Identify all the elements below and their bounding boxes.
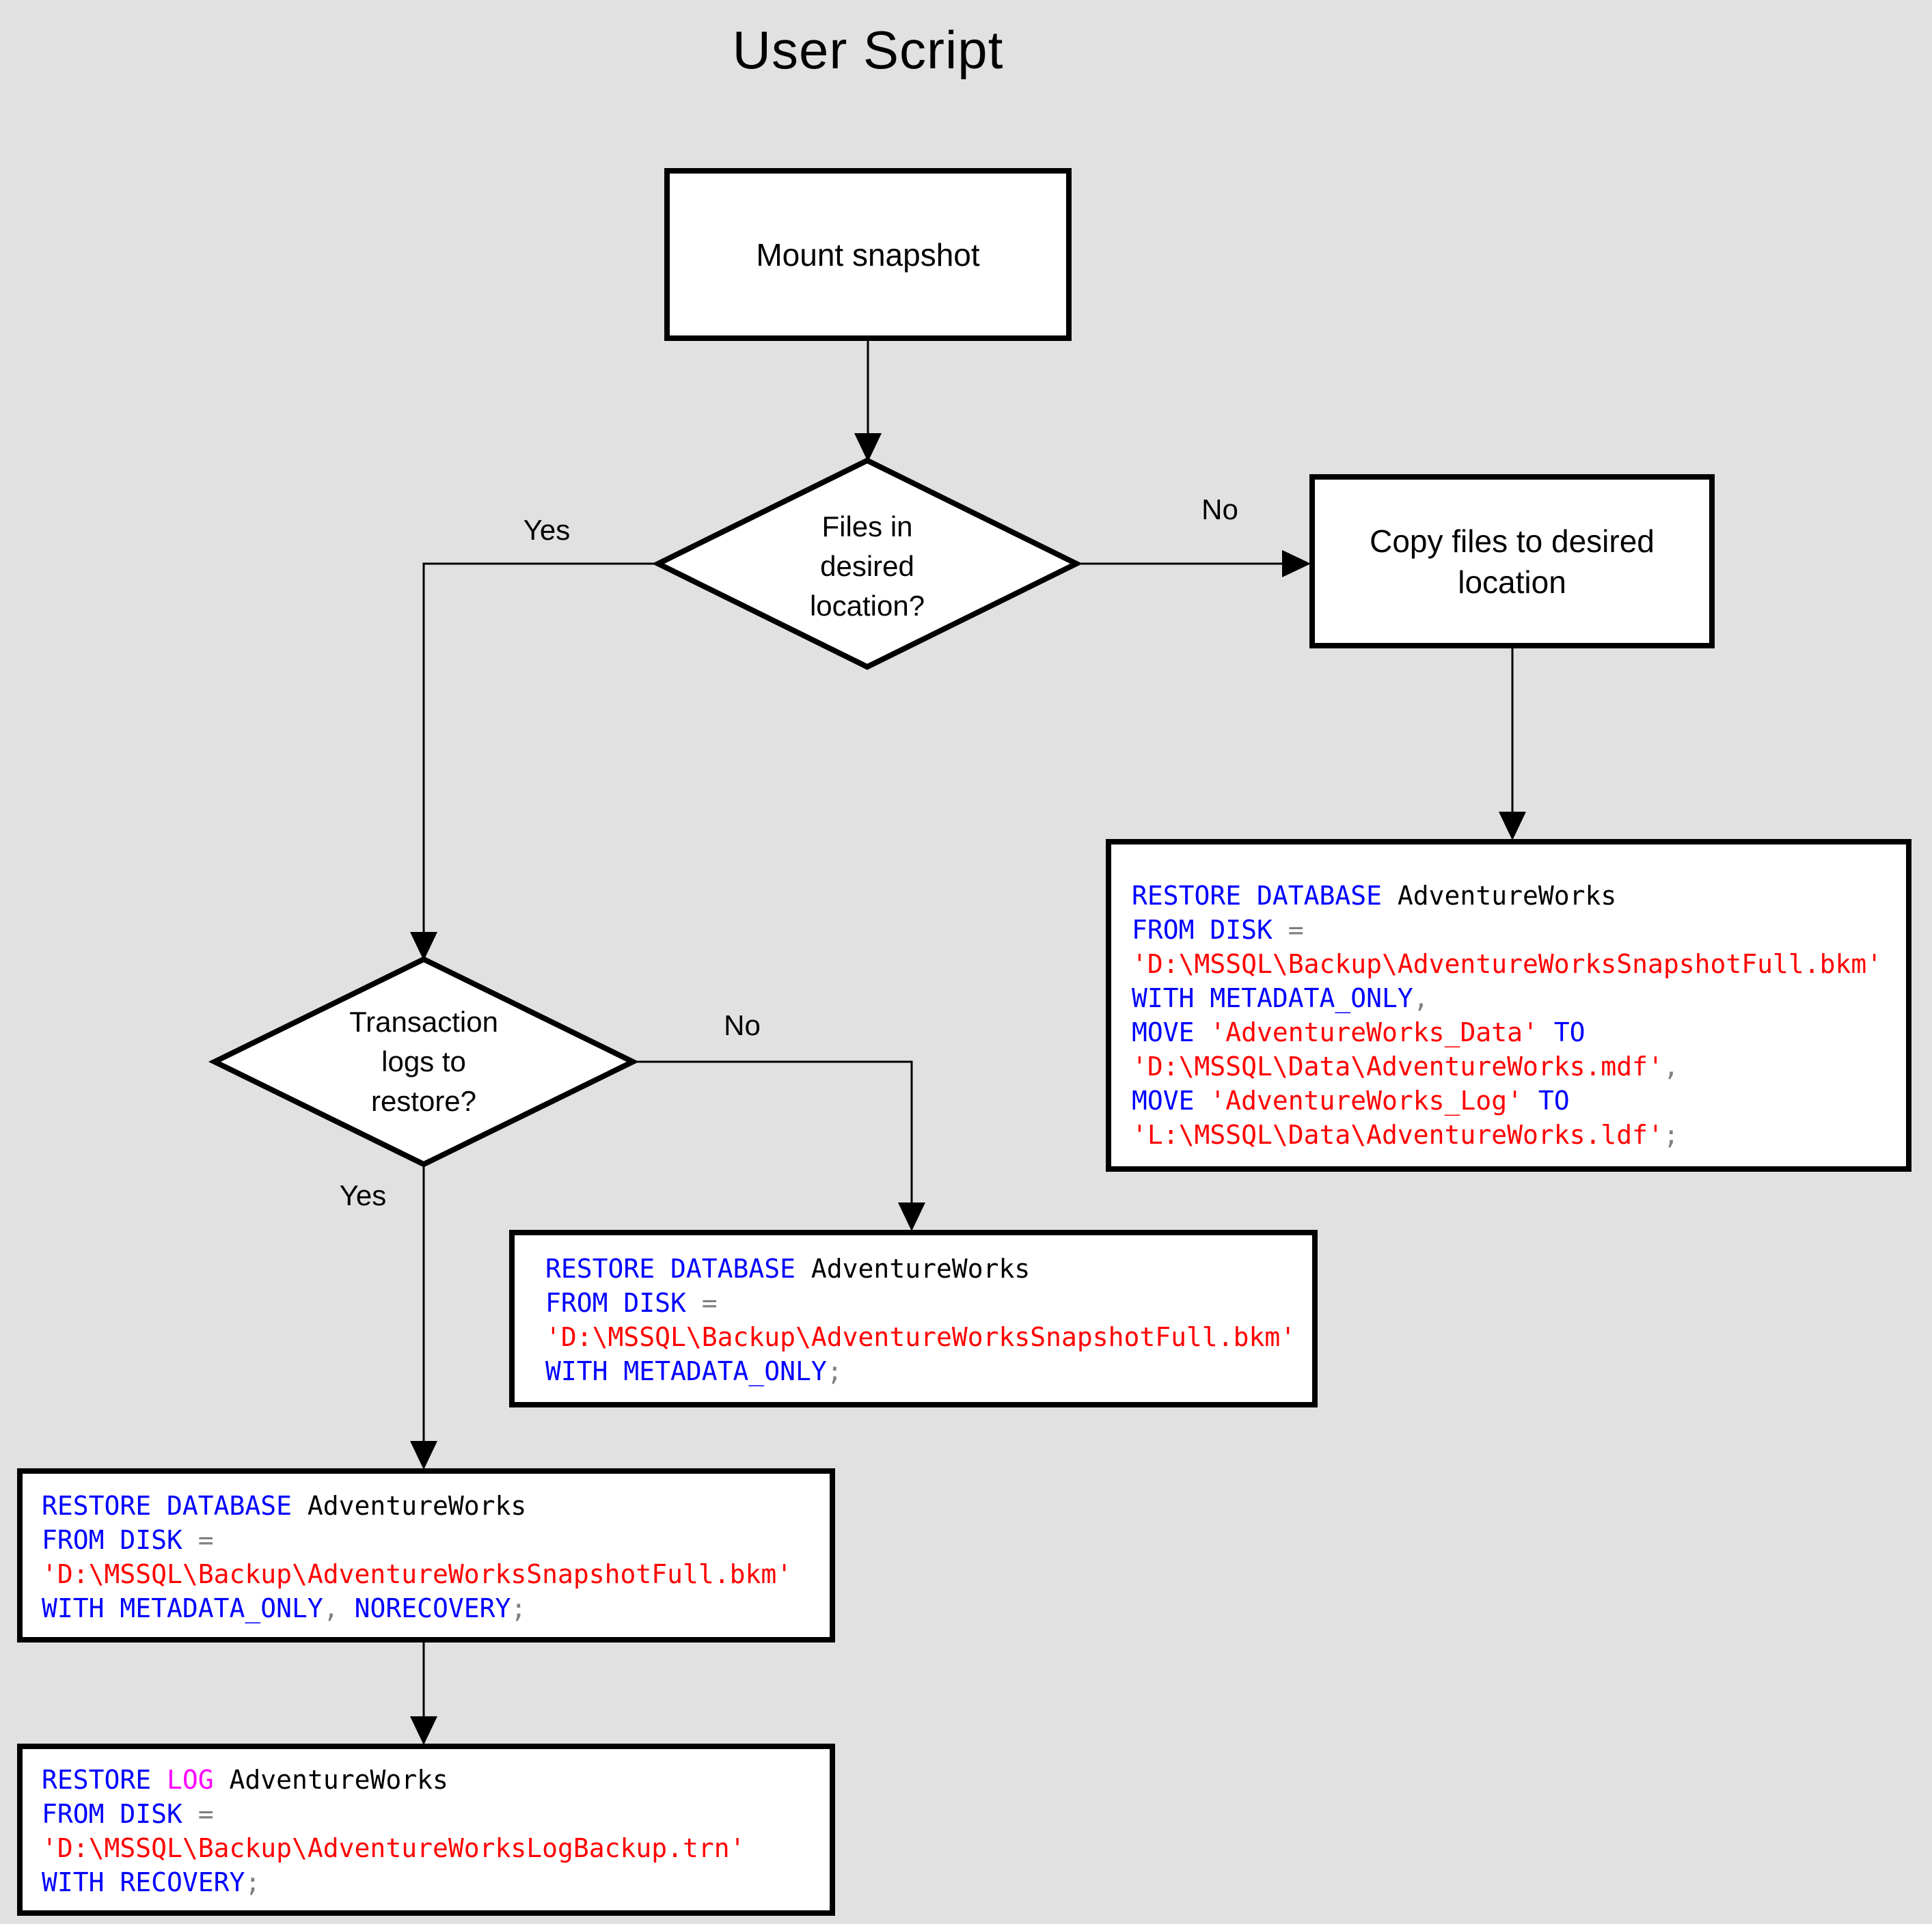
logs-decision-diamond <box>208 956 640 1168</box>
copy-files-line2: location <box>1458 564 1566 600</box>
code-token-kw: WITH METADATA_ONLY <box>545 1356 827 1386</box>
code-line: RESTORE DATABASE AdventureWorks <box>1132 879 1894 913</box>
arrowhead-norecovery-box <box>410 1441 437 1470</box>
code-token-kw: FROM DISK <box>42 1525 182 1555</box>
code-line: WITH METADATA_ONLY; <box>545 1354 1300 1388</box>
code-token-op: ; <box>1663 1120 1679 1150</box>
code-line: FROM DISK = <box>42 1797 817 1831</box>
code-token-str: 'D:\MSSQL\Backup\AdventureWorksSnapshotF… <box>545 1322 1296 1352</box>
code-line: WITH RECOVERY; <box>42 1865 817 1899</box>
code-line: 'D:\MSSQL\Data\AdventureWorks.mdf', <box>1132 1049 1894 1084</box>
code-token-id: AdventureWorks <box>213 1765 448 1795</box>
code-token-kw: RESTORE DATABASE <box>1132 881 1383 911</box>
code-line: FROM DISK = <box>42 1523 817 1557</box>
code-line: 'L:\MSSQL\Data\AdventureWorks.ldf'; <box>1132 1118 1894 1152</box>
code-token-str: 'D:\MSSQL\Backup\AdventureWorksLogBackup… <box>42 1833 746 1863</box>
code-line: WITH METADATA_ONLY, NORECOVERY; <box>42 1591 817 1625</box>
code-token-str: 'AdventureWorks_Log' <box>1194 1086 1523 1116</box>
code-line: 'D:\MSSQL\Backup\AdventureWorksSnapshotF… <box>1132 947 1894 981</box>
node-mount-snapshot: Mount snapshot <box>664 168 1072 341</box>
code-line: RESTORE DATABASE AdventureWorks <box>42 1489 817 1523</box>
code-token-op: = <box>1272 915 1304 945</box>
code-token-kw: RESTORE DATABASE <box>42 1491 292 1521</box>
page-title: User Script <box>732 20 1004 80</box>
code-token-op: ; <box>511 1593 527 1623</box>
logs-decision-line1: Transaction <box>349 1006 498 1038</box>
code-token-logkw: LOG <box>151 1765 214 1795</box>
edge-label-logs-yes: Yes <box>339 1179 387 1211</box>
code-line: MOVE 'AdventureWorks_Log' TO <box>1132 1084 1894 1118</box>
arrowhead-logs-decision <box>410 932 437 961</box>
code-token-kw: MOVE <box>1132 1086 1195 1116</box>
code-line: FROM DISK = <box>1132 913 1894 947</box>
edge-label-logs-no: No <box>724 1009 761 1041</box>
code-token-kw: NORECOVERY <box>338 1593 511 1623</box>
arrowhead-copy-restore-box <box>1499 812 1526 840</box>
files-decision-line3: location? <box>809 590 925 622</box>
code-token-id: AdventureWorks <box>292 1491 527 1521</box>
arrowhead-files-decision <box>854 433 882 462</box>
code-token-op: ; <box>826 1356 843 1386</box>
node-mount-snapshot-label: Mount snapshot <box>756 236 980 273</box>
code-line: MOVE 'AdventureWorks_Data' TO <box>1132 1015 1894 1049</box>
code-line: FROM DISK = <box>545 1286 1300 1320</box>
code-token-op: ; <box>245 1867 261 1897</box>
code-token-kw: FROM DISK <box>42 1799 182 1829</box>
code-token-kw: WITH RECOVERY <box>42 1867 245 1897</box>
code-line: RESTORE DATABASE AdventureWorks <box>545 1252 1300 1286</box>
code-token-op: = <box>182 1799 214 1829</box>
code-token-str: 'D:\MSSQL\Backup\AdventureWorksSnapshotF… <box>42 1559 793 1589</box>
code-token-str: 'L:\MSSQL\Data\AdventureWorks.ldf' <box>1132 1120 1663 1150</box>
code-token-op: , <box>1663 1052 1679 1082</box>
node-copy-files: Copy files to desired location <box>1309 474 1715 648</box>
edge-files-yes <box>422 562 658 933</box>
code-token-kw: WITH METADATA_ONLY <box>1132 983 1413 1013</box>
code-token-op: = <box>685 1288 718 1318</box>
edge-label-files-yes: Yes <box>523 514 571 546</box>
copy-files-line1: Copy files to desired <box>1370 523 1655 559</box>
code-token-kw: RESTORE DATABASE <box>545 1254 796 1284</box>
files-decision-diamond <box>651 457 1083 670</box>
code-token-kw: RESTORE <box>42 1765 152 1795</box>
logs-decision-line2: logs to <box>381 1045 466 1077</box>
code-token-str: 'D:\MSSQL\Data\AdventureWorks.mdf' <box>1132 1052 1663 1082</box>
edge-logs-no <box>633 1060 913 1204</box>
edge-label-files-no: No <box>1201 493 1238 525</box>
arrowhead-log-box <box>410 1716 437 1745</box>
arrowhead-copy-box <box>1282 550 1311 577</box>
code-token-kw: TO <box>1538 1017 1586 1047</box>
code-token-kw: TO <box>1522 1086 1570 1116</box>
arrowhead-nologs-restore-box <box>898 1202 925 1231</box>
code-line: WITH METADATA_ONLY, <box>1132 981 1894 1015</box>
code-token-id: AdventureWorks <box>795 1254 1031 1284</box>
node-logs-decision-label: Transaction logs to restore? <box>287 1002 560 1121</box>
code-token-op: , <box>323 1593 339 1623</box>
code-token-kw: FROM DISK <box>1132 915 1273 945</box>
code-token-kw: FROM DISK <box>545 1288 686 1318</box>
node-files-decision-label: Files in desired location? <box>731 507 1004 626</box>
code-line: 'D:\MSSQL\Backup\AdventureWorksLogBackup… <box>42 1831 817 1865</box>
code-token-op: = <box>182 1525 214 1555</box>
code-line: 'D:\MSSQL\Backup\AdventureWorksSnapshotF… <box>545 1320 1300 1354</box>
files-decision-line1: Files in <box>821 510 913 542</box>
code-token-str: 'AdventureWorks_Data' <box>1194 1017 1538 1047</box>
code-line: 'D:\MSSQL\Backup\AdventureWorksSnapshotF… <box>42 1557 817 1591</box>
code-token-str: 'D:\MSSQL\Backup\AdventureWorksSnapshotF… <box>1132 949 1883 979</box>
code-line: RESTORE LOG AdventureWorks <box>42 1763 817 1797</box>
code-token-kw: WITH METADATA_ONLY <box>42 1593 323 1623</box>
code-token-op: , <box>1413 983 1429 1013</box>
logs-decision-line3: restore? <box>370 1085 477 1117</box>
code-token-id: AdventureWorks <box>1382 881 1617 911</box>
files-decision-line2: desired <box>820 550 914 582</box>
code-token-kw: MOVE <box>1132 1017 1195 1047</box>
